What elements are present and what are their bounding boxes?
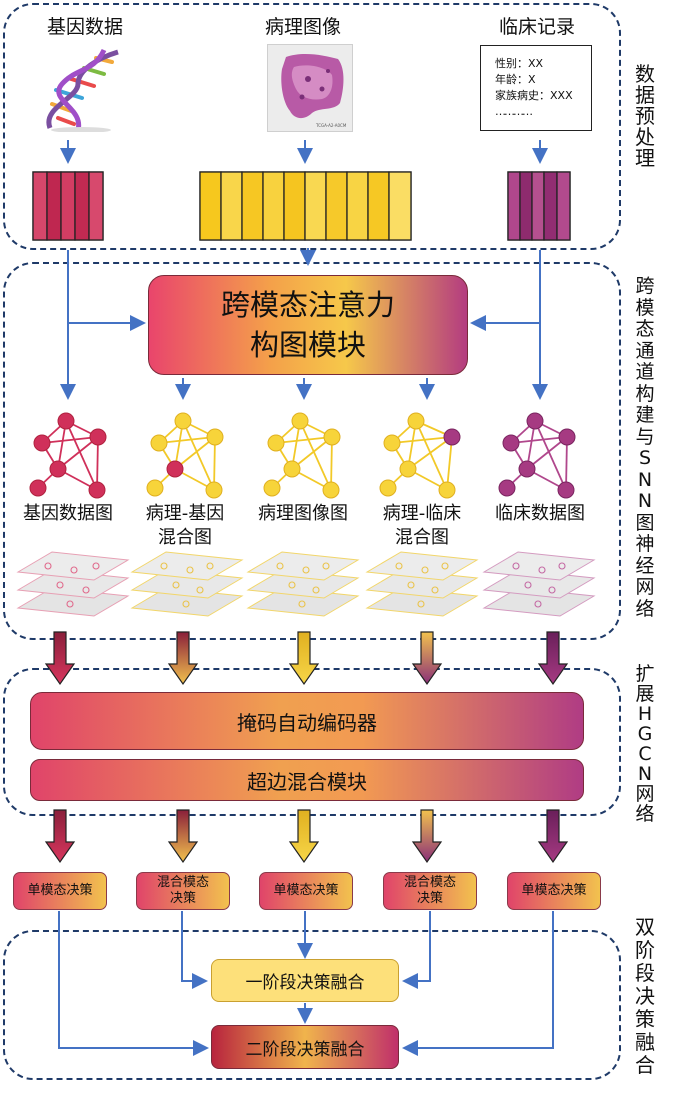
clinical-sex-line: 性别：XX — [495, 57, 544, 70]
stage2-fusion-label: 二阶段决策融合 — [245, 1039, 365, 1060]
genomic-graph — [29, 412, 107, 499]
hyperedge-mixing-label: 超边混合模块 — [247, 769, 367, 794]
pathology-clinical-decision-box: 混合模态 决策 — [383, 872, 477, 910]
pathology-layer-stack — [246, 551, 360, 617]
pathology-source-label: 病理图像 — [264, 16, 341, 38]
clinical-source-label: 临床记录 — [498, 16, 575, 38]
pathology-caption: TCGA-A2-A0CM — [316, 123, 347, 128]
hyperedge-mixing-module: 超边混合模块 — [30, 759, 584, 801]
clinical-graph-label: 临床数据图 — [495, 503, 585, 524]
cross-modal-attention-module: 跨模态注意力 构图模块 — [148, 275, 468, 375]
graph-layer-stacks — [16, 551, 596, 617]
clinical-layer-stack — [482, 551, 596, 617]
genomic-feature-bar — [32, 171, 104, 241]
clinical-history-line: 家族病史：XXX — [495, 89, 573, 102]
preprocess-side-label: 数据预处理 — [635, 62, 655, 170]
clinical-decision-box: 单模态决策 — [507, 872, 601, 910]
cross-modal-side-label: 跨模态通道构建与SNN图神经网络 — [635, 275, 655, 620]
stage2-fusion-box: 二阶段决策融合 — [211, 1025, 399, 1069]
dna-helix-icon — [46, 48, 119, 132]
pathology-genomic-graph — [146, 412, 224, 499]
pathology-graph — [263, 412, 341, 499]
genomic-decision-box: 单模态决策 — [13, 872, 107, 910]
pathology-clinical-graph — [379, 412, 461, 499]
preprocess-section — [3, 3, 621, 250]
pathology-clinical-graph-label: 病理-临床 混合图 — [382, 503, 462, 548]
masked-autoencoder-label: 掩码自动编码器 — [237, 710, 377, 735]
clinical-feature-bar — [507, 171, 571, 241]
clinical-ellipsis-line: ………… — [495, 105, 533, 118]
clinical-record-card: 性别：XX 年龄：X 家族病史：XXX ………… — [480, 45, 592, 131]
hgcn-side-label: 扩展HGCN网络 — [635, 663, 655, 825]
pathology-clinical-layer-stack — [365, 551, 479, 617]
genomic-layer-stack — [16, 551, 130, 617]
pathology-genomic-layer-stack — [130, 551, 244, 617]
fusion-section — [3, 930, 621, 1080]
pathology-slide-image: TCGA-A2-A0CM — [267, 44, 353, 132]
pathology-feature-bar — [199, 171, 412, 241]
pathology-decision-box: 单模态决策 — [259, 872, 353, 910]
fusion-side-label: 双阶段决策融合 — [635, 915, 655, 1077]
pathology-graph-label: 病理图像图 — [258, 503, 348, 524]
stage1-fusion-label: 一阶段决策融合 — [245, 973, 365, 993]
masked-autoencoder-module: 掩码自动编码器 — [30, 692, 584, 750]
genomic-graph-label: 基因数据图 — [23, 503, 113, 524]
pathology-genomic-graph-label: 病理-基因 混合图 — [145, 503, 225, 548]
block-arrows-to-hgcn — [44, 631, 569, 686]
genomic-source-label: 基因数据 — [46, 16, 123, 38]
pathology-genomic-decision-box: 混合模态 决策 — [136, 872, 230, 910]
clinical-age-line: 年龄：X — [495, 73, 536, 86]
block-arrows-to-decisions — [44, 809, 569, 864]
stage1-fusion-box: 一阶段决策融合 — [211, 959, 399, 1002]
attention-module-title-line1: 跨模态注意力 — [220, 288, 395, 322]
clinical-graph — [498, 412, 576, 499]
attention-module-title-line2: 构图模块 — [249, 328, 366, 362]
